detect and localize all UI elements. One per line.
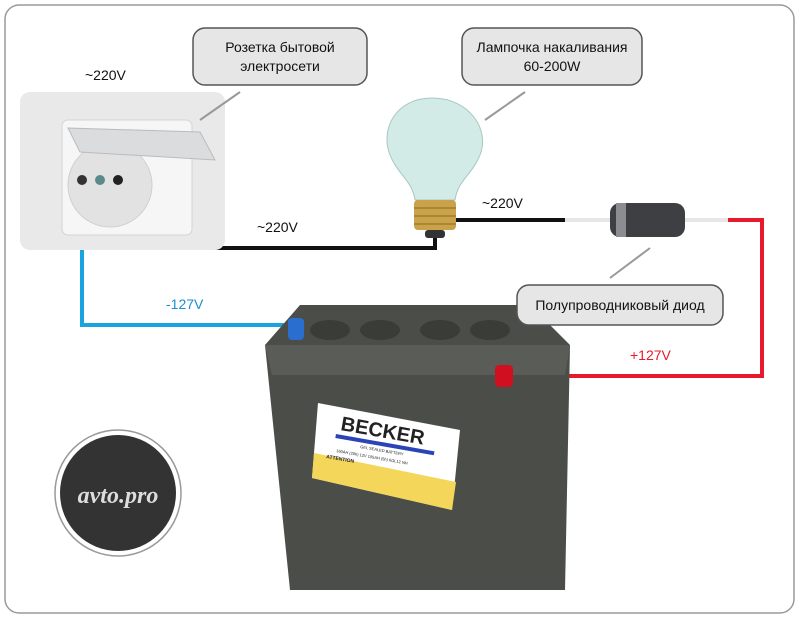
- light-bulb: [386, 97, 484, 238]
- callout-socket: Розетка бытовой электросети: [192, 27, 368, 121]
- avto-pro-logo: avto.pro: [54, 429, 182, 557]
- voltage-positive: +127V: [630, 347, 672, 363]
- callout-bulb-line1: Лампочка накаливания: [477, 39, 628, 55]
- voltage-socket: ~220V: [85, 67, 127, 83]
- wall-socket: [20, 92, 225, 250]
- callout-diode: Полупроводниковый диод: [516, 247, 724, 326]
- battery: BECKER GEL SEALED BATTERY 160AH (20h) 12…: [265, 305, 570, 590]
- callout-diode-line1: Полупроводниковый диод: [535, 297, 704, 313]
- positive-wire: [505, 218, 764, 378]
- diode: [610, 203, 685, 237]
- callout-bulb: Лампочка накаливания 60-200W: [461, 27, 643, 121]
- callout-socket-line2: электросети: [240, 58, 320, 74]
- negative-terminal: [288, 318, 304, 340]
- svg-text:avto.pro: avto.pro: [78, 483, 159, 509]
- voltage-wire-bulb-diode: ~220V: [482, 195, 524, 211]
- callout-bulb-line2: 60-200W: [524, 58, 582, 74]
- positive-terminal: [495, 365, 513, 387]
- callout-socket-line1: Розетка бытовой: [225, 39, 334, 55]
- voltage-negative: -127V: [166, 296, 204, 312]
- voltage-wire-socket-bulb: ~220V: [257, 219, 299, 235]
- battery-warning: ATTENTION: [326, 454, 355, 465]
